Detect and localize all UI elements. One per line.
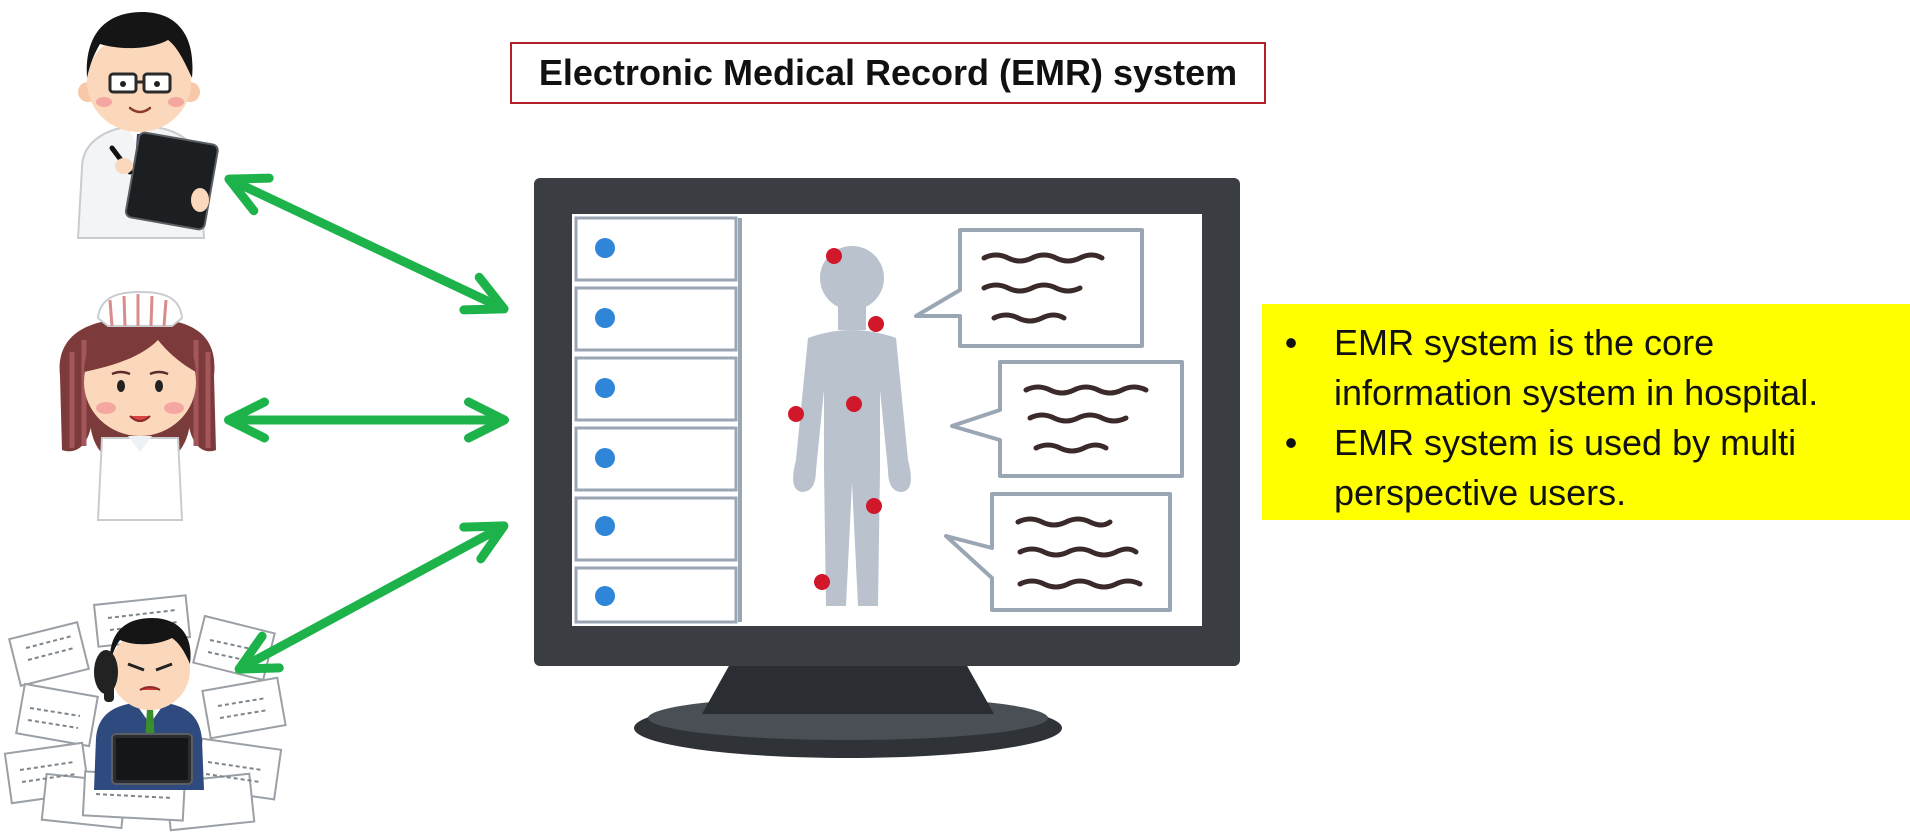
doctor-with-clipboard-icon — [76, 12, 219, 239]
notes-list: • EMR system is the core information syst… — [1262, 318, 1900, 518]
nurse-icon — [59, 290, 217, 521]
office-worker-with-papers-icon — [3, 594, 287, 832]
diagram-title: Electronic Medical Record (EMR) system — [510, 42, 1266, 104]
green-double-arrow-icon — [224, 173, 509, 674]
note-item: • EMR system is used by multi perspective… — [1262, 418, 1900, 518]
notes-box: • EMR system is the core information syst… — [1262, 304, 1910, 520]
note-text: EMR system is the core information syste… — [1334, 322, 1819, 413]
bullet-icon: • — [1284, 422, 1298, 463]
note-item: • EMR system is the core information syst… — [1262, 318, 1900, 418]
bullet-icon: • — [1284, 322, 1298, 363]
emr-monitor-icon — [534, 178, 1240, 758]
note-text: EMR system is used by multi perspective … — [1334, 422, 1797, 513]
